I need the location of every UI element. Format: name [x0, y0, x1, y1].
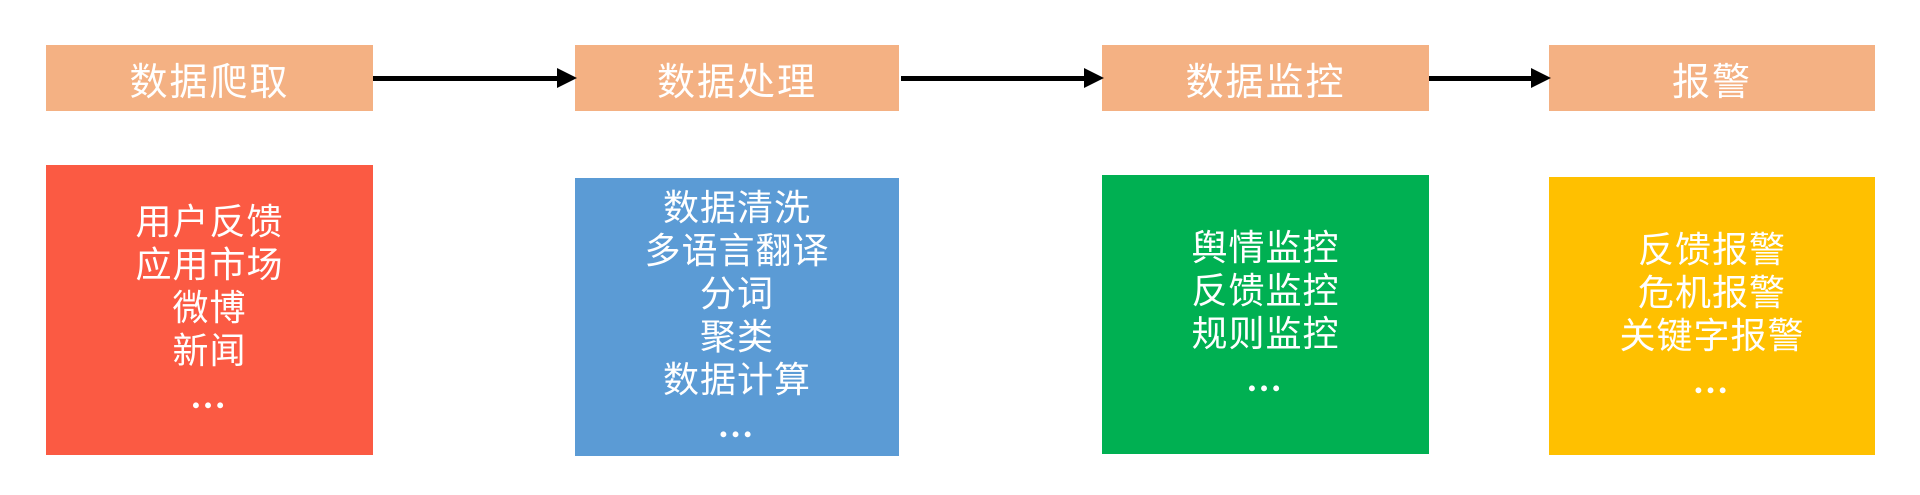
stage-item: 应用市场	[135, 245, 284, 285]
pipeline-stage: 报警 反馈报警危机报警关键字报警…	[1549, 0, 1875, 495]
stage-header: 数据爬取	[46, 45, 373, 111]
stage-item: 微博	[172, 288, 247, 328]
stage-item: 数据清洗	[662, 187, 811, 228]
stage-item: 关键字报警	[1619, 315, 1805, 356]
flow-arrow-right	[373, 67, 577, 89]
stage-item: 反馈报警	[1637, 229, 1786, 270]
stage-item: 数据计算	[662, 359, 811, 400]
stage-item-ellipsis: …	[1692, 360, 1732, 401]
stage-item-ellipsis: …	[1246, 359, 1285, 399]
arrow-shaft	[373, 76, 561, 81]
stage-item: 规则监控	[1191, 314, 1340, 354]
arrow-head	[557, 68, 577, 88]
flow-arrow-right	[901, 67, 1104, 89]
pipeline-stage: 数据爬取 用户反馈应用市场微博新闻 …	[46, 0, 373, 495]
stage-header: 数据监控	[1102, 45, 1429, 111]
arrow-head	[1084, 68, 1104, 88]
arrow-shaft	[1429, 76, 1535, 81]
stage-item: 危机报警	[1637, 272, 1786, 313]
stage-item-ellipsis: …	[717, 404, 757, 445]
stage-detail-box: 用户反馈应用市场微博新闻 …	[46, 165, 373, 455]
stage-item: 反馈监控	[1191, 271, 1340, 311]
stage-header: 报警	[1549, 45, 1875, 111]
arrow-head	[1531, 68, 1551, 88]
stage-item: 多语言翻译	[644, 230, 830, 271]
arrow-shaft	[901, 76, 1088, 81]
stage-item: 用户反馈	[135, 202, 284, 242]
stage-item-ellipsis: …	[190, 376, 229, 416]
stage-detail-box: 舆情监控反馈监控规则监控 …	[1102, 175, 1429, 454]
stage-item: 舆情监控	[1191, 228, 1340, 268]
stage-item: 聚类	[699, 316, 774, 357]
stage-item: 新闻	[172, 331, 247, 371]
pipeline-stage: 数据监控 舆情监控反馈监控规则监控 …	[1102, 0, 1429, 495]
stage-detail-box: 反馈报警危机报警关键字报警…	[1549, 177, 1875, 455]
pipeline-stage: 数据处理 数据清洗多语言翻译分词聚类数据计算…	[575, 0, 899, 495]
stage-item: 分词	[699, 273, 774, 314]
stage-detail-box: 数据清洗多语言翻译分词聚类数据计算…	[575, 178, 899, 456]
flow-arrow-right	[1429, 67, 1551, 89]
stage-header: 数据处理	[575, 45, 899, 111]
